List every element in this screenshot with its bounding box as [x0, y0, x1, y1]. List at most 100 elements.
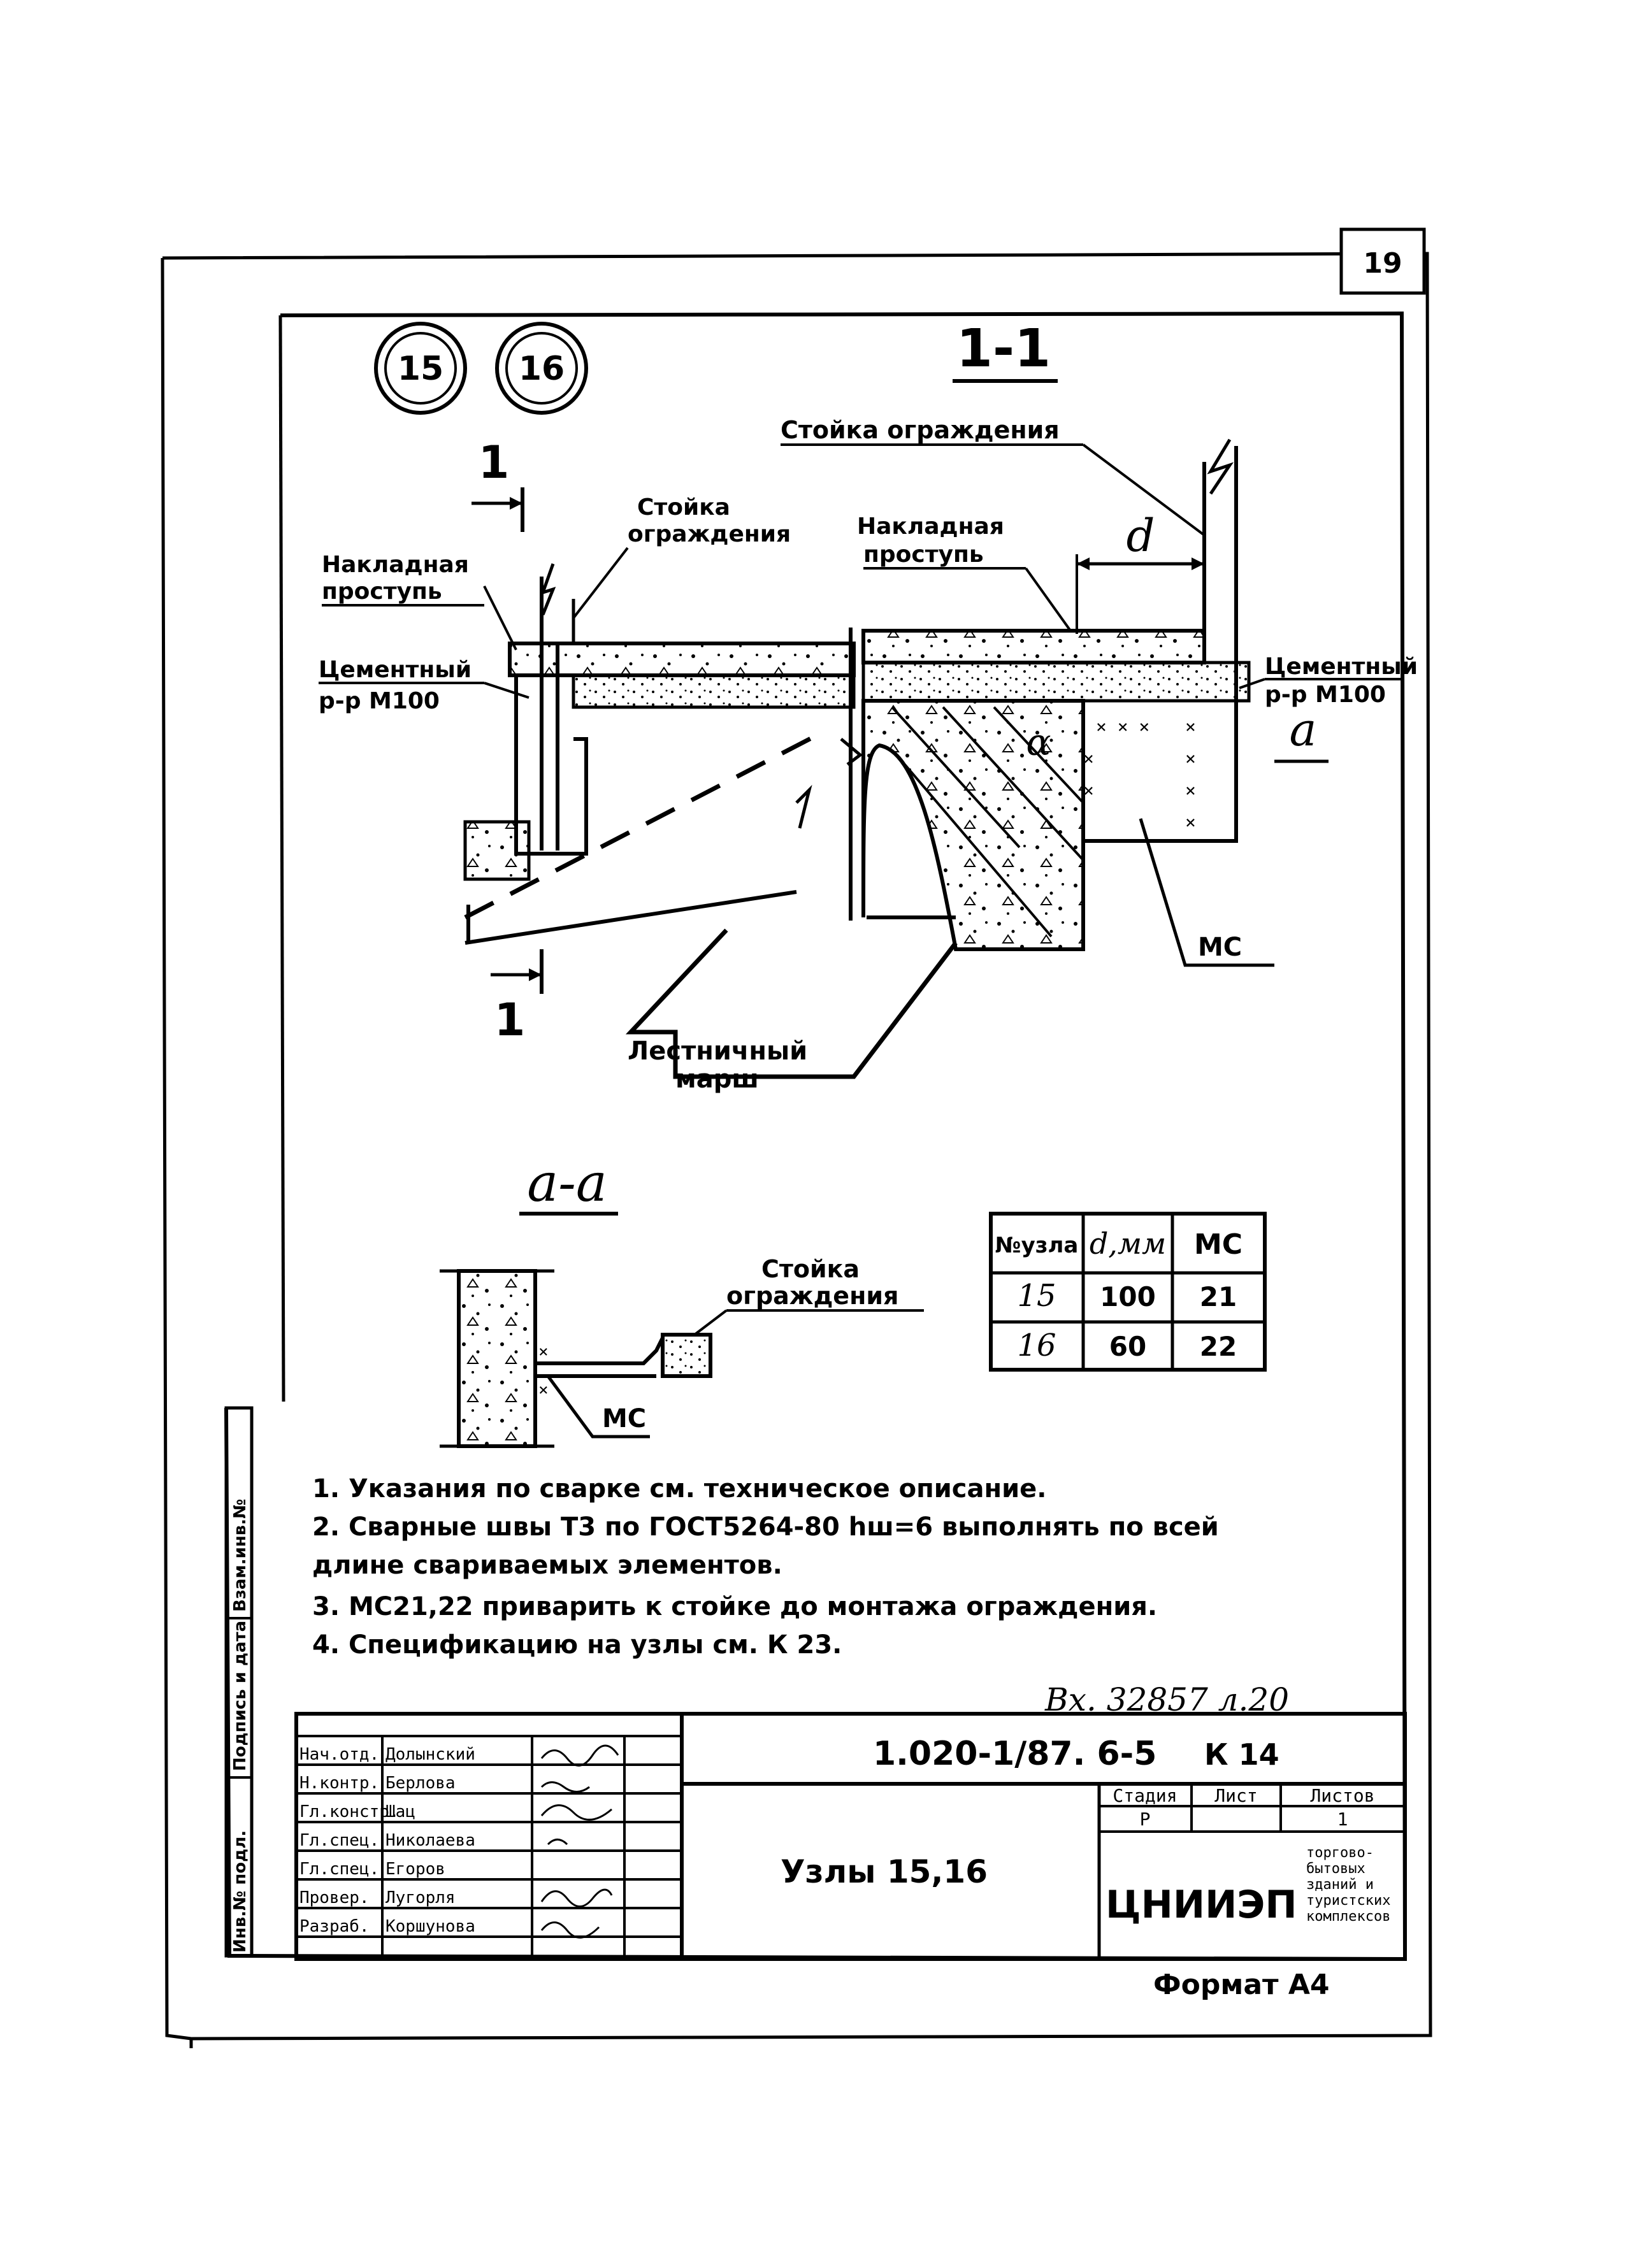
stage-value: Р [1140, 1809, 1151, 1830]
organization-desc: комплексов [1306, 1909, 1390, 1925]
svg-text:1: 1 [494, 994, 526, 1046]
signer-name: Коршунова [385, 1917, 475, 1936]
svg-text:Накладная: Накладная [322, 552, 469, 578]
svg-text:×: × [1185, 812, 1196, 833]
svg-text:ограждения: ограждения [726, 1282, 898, 1310]
organization-desc: бытовых [1306, 1861, 1365, 1877]
note-4: 4. Спецификацию на узлы см. К 23. [312, 1630, 842, 1660]
svg-text:проступь: проступь [863, 542, 984, 568]
sheet-format: Формат А4 [1153, 1969, 1330, 2001]
signature [540, 1921, 600, 1939]
svg-text:Взам.инв.№: Взам.инв.№ [231, 1499, 250, 1612]
section-a-mark: а [1290, 703, 1317, 756]
svg-text:проступь: проступь [322, 578, 442, 605]
spec-cell: 60 [1109, 1331, 1146, 1362]
note-2-cont: длине свариваемых элементов. [312, 1551, 782, 1580]
spec-table: №узла d,мм МС 15 100 21 16 60 22 [989, 1212, 1267, 1372]
sheet-code: К 14 [1204, 1737, 1279, 1772]
svg-text:Подпись и дата: Подпись и дата [231, 1621, 250, 1771]
svg-text:Стойка ограждения: Стойка ограждения [781, 416, 1060, 444]
side-stamp: Инв.№ подл. Подпись и дата Взам.инв.№ [224, 1406, 254, 1958]
spec-header-ms: МС [1194, 1228, 1242, 1261]
spec-cell: 15 [1017, 1278, 1056, 1314]
signer-role: Гл.спец. [299, 1860, 379, 1879]
svg-text:×: × [1083, 780, 1094, 801]
notes: 1. Указания по сварке см. техническое оп… [312, 1474, 1289, 1718]
node-marker-15-label: 15 [398, 350, 443, 388]
signer-name: Лугорля [385, 1888, 456, 1907]
spec-cell: 22 [1200, 1331, 1237, 1362]
note-2: 2. Сварные швы Т3 по ГОСТ5264-80 hш=6 вы… [312, 1512, 1219, 1542]
svg-text:Цементный: Цементный [1265, 654, 1418, 680]
organization-desc: туристских [1306, 1893, 1390, 1909]
signer-role: Разраб. [299, 1917, 370, 1936]
svg-text:марш: марш [675, 1065, 759, 1094]
title-block: Нач.отд. Долынский Н.контр. Берлова Гл.к… [294, 1712, 1407, 1961]
svg-text:×: × [538, 1342, 549, 1361]
dimension-d-label: d [1127, 510, 1155, 562]
node-marker-16: 16 [495, 322, 588, 415]
svg-text:Лестничный: Лестничный [628, 1037, 807, 1066]
ms-label-1-1: МС [1198, 933, 1242, 962]
organization-desc: зданий и [1306, 1877, 1374, 1893]
node-marker-16-label: 16 [519, 350, 565, 388]
signer-role: Гл.констр. [299, 1802, 400, 1821]
svg-text:р-р М100: р-р М100 [1265, 682, 1386, 708]
section-a-a-title: а-а [527, 1153, 607, 1214]
svg-text:×: × [1185, 748, 1196, 769]
signature [547, 1839, 568, 1846]
spec-cell: 16 [1017, 1328, 1056, 1363]
signer-name: Долынский [385, 1745, 475, 1764]
svg-text:×: × [1083, 748, 1094, 769]
spec-cell: 100 [1100, 1281, 1156, 1312]
document-code: 1.020-1/87. 6-5 [873, 1735, 1156, 1773]
cut-mark-top: 1 [472, 436, 524, 532]
svg-text:×: × [538, 1381, 549, 1400]
signer-role: Провер. [299, 1888, 370, 1907]
organization: ЦНИИЭП [1106, 1883, 1297, 1927]
svg-text:Стойка: Стойка [637, 494, 730, 520]
signer-role: Гл.спец. [299, 1831, 379, 1850]
node-marker-15: 15 [374, 322, 467, 415]
section-1-1-labels: Стойка ограждения Накладная проступь Цем… [319, 416, 1418, 1094]
svg-text:Стойка: Стойка [761, 1255, 860, 1283]
section-a-a: а-а × × Стойка ограждения МС [440, 1153, 924, 1448]
svg-text:Цементный: Цементный [319, 657, 472, 683]
spec-cell: 21 [1200, 1281, 1237, 1312]
drawing-title: Узлы 15,16 [781, 1853, 988, 1890]
cut-mark-bottom: 1 [491, 949, 544, 1046]
signer-role: Нач.отд. [299, 1745, 379, 1764]
spec-header-d: d,мм [1090, 1226, 1166, 1261]
organization-desc: торгово- [1306, 1845, 1374, 1861]
svg-text:1-1: 1-1 [956, 319, 1051, 379]
sheets-header: Листов [1310, 1785, 1374, 1806]
svg-text:МС: МС [602, 1404, 646, 1433]
note-1: 1. Указания по сварке см. техническое оп… [312, 1474, 1046, 1504]
spec-header-node: №узла [995, 1233, 1079, 1258]
section-1-1-title: 1-1 [953, 319, 1058, 383]
signer-role: Н.контр. [299, 1774, 379, 1793]
note-3: 3. МС21,22 приварить к стойке до монтажа… [312, 1592, 1157, 1621]
sheets-value: 1 [1337, 1809, 1348, 1830]
sheet-header: Лист [1214, 1785, 1257, 1806]
svg-text:×: × [1185, 716, 1196, 737]
svg-text:× × ×: × × × [1096, 716, 1149, 737]
signer-name: Егоров [385, 1860, 445, 1879]
section-1-1-right-detail: × × × × × × × × × d α а МС [625, 438, 1329, 1079]
sheet-number: 19 [1363, 247, 1402, 280]
stage-header: Стадия [1113, 1785, 1177, 1806]
alpha-label: α [1026, 721, 1051, 764]
svg-text:×: × [1185, 780, 1196, 801]
svg-text:р-р М100: р-р М100 [319, 688, 440, 714]
section-1-1-left-detail [463, 563, 856, 945]
signature [540, 1804, 612, 1821]
svg-text:Накладная: Накладная [857, 513, 1004, 540]
svg-text:1: 1 [479, 436, 510, 489]
signer-name: Берлова [385, 1774, 456, 1793]
signature [540, 1888, 613, 1907]
signature [540, 1744, 619, 1767]
signature [540, 1781, 590, 1793]
svg-text:Инв.№ подл.: Инв.№ подл. [231, 1830, 250, 1953]
signer-name: Шац [385, 1802, 415, 1821]
